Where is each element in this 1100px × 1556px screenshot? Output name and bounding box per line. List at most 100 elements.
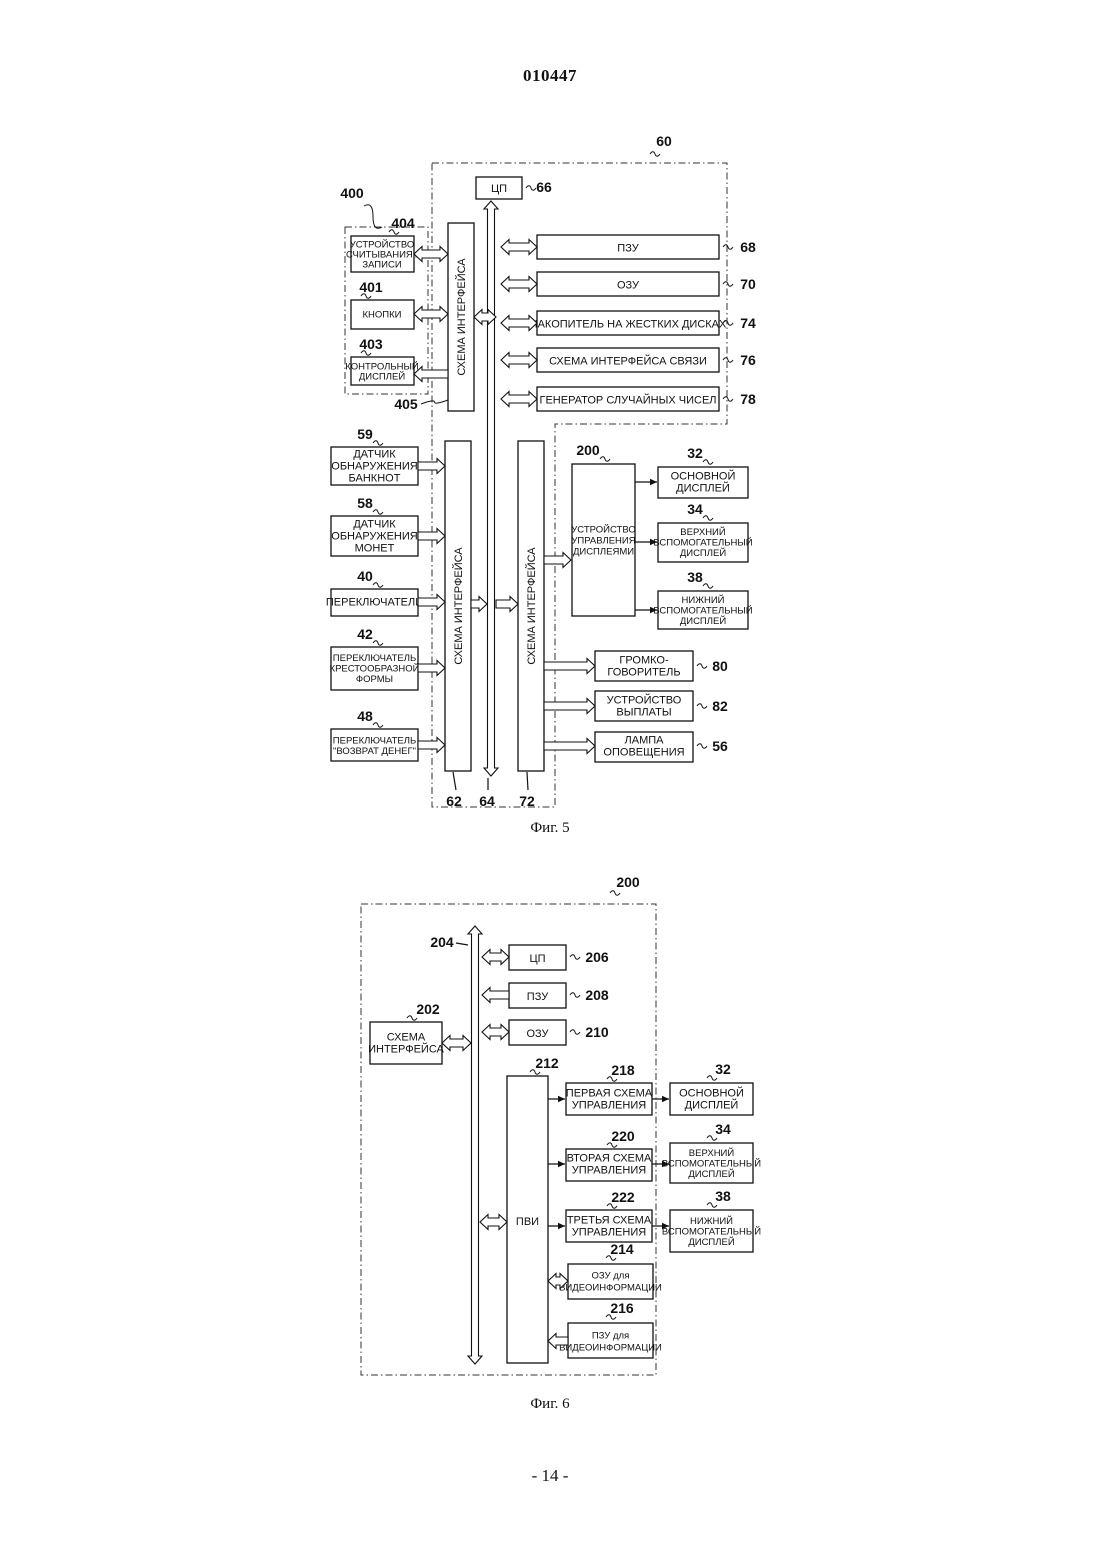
input-label-0-line-1: ОБНАРУЖЕНИЯ (331, 461, 417, 473)
ref-400-leader (364, 205, 382, 228)
driver-label-2-line-1: УПРАВЛЕНИЯ (572, 1227, 646, 1239)
fig6-bus-arrow-0 (482, 950, 509, 965)
ref-400: 400 (340, 185, 364, 201)
input-label-1-line-0: ДАТЧИК (353, 519, 396, 531)
memory-ref-1: 70 (740, 276, 756, 292)
memory-ref-leader-0 (723, 245, 733, 250)
memory-label-0: ПЗУ (617, 243, 639, 255)
fig5-display-ref-leader-1 (703, 516, 713, 521)
fig5-display-label-1-line-1: ВСПОМОГАТЕЛЬНЫЙ (653, 537, 752, 549)
interface-62-bus-arrow (471, 597, 487, 612)
ref-62-leader (453, 772, 456, 790)
output-ref-leader-1 (697, 704, 707, 709)
fig6-bus-ref-leader-1 (570, 993, 580, 998)
fig6-bus-ref-leader-0 (570, 955, 580, 960)
fig6-display-ref-1: 34 (715, 1121, 731, 1137)
input-ref-leader-4 (373, 723, 383, 728)
output-label-2-line-1: ОПОВЕЩЕНИЯ (603, 747, 684, 759)
group400-label-2-line-1: ДИСПЛЕЙ (359, 371, 406, 383)
fig6-bus-ref-1: 208 (585, 987, 609, 1003)
fig5-display-label-2-line-2: ДИСПЛЕЙ (680, 615, 727, 627)
input-label-1-line-2: МОНЕТ (355, 543, 395, 555)
memory-arrow-3 (501, 353, 537, 368)
input-label-3-line-0: ПЕРЕКЛЮЧАТЕЛЬ (333, 653, 416, 664)
fig5-display-label-1-line-2: ДИСПЛЕЙ (680, 547, 727, 559)
fig5-display-ref-0: 32 (687, 445, 703, 461)
fig6-display-label-0-line-0: ОСНОВНОЙ (679, 1087, 744, 1100)
output-label-1-line-1: ВЫПЛАТЫ (616, 707, 671, 719)
vdp-label: ПВИ (516, 1216, 539, 1228)
ref-62: 62 (446, 793, 462, 809)
memory-ref-4: 78 (740, 391, 756, 407)
interface-72-label: СХЕМА ИНТЕРФЕЙСА (525, 547, 538, 665)
arrow-401 (414, 307, 448, 322)
group400-ref-0: 404 (391, 215, 415, 231)
ref-212: 212 (535, 1055, 559, 1071)
memory-label-3: СХЕМА ИНТЕРФЕЙСА СВЯЗИ (549, 355, 707, 368)
memory-label-1: ОЗУ (617, 280, 640, 292)
fig6-display-label-0-line-1: ДИСПЛЕЙ (685, 1099, 739, 1112)
ref-204-leader (456, 943, 468, 945)
ref-66-leader (526, 186, 536, 191)
video-mem-ref-0: 214 (610, 1241, 634, 1257)
output-label-0-line-1: ГОВОРИТЕЛЬ (607, 667, 680, 679)
arrow-404 (414, 247, 448, 262)
group400-ref-2: 403 (359, 336, 383, 352)
fig6-display-label-2-line-2: ДИСПЛЕЙ (688, 1236, 735, 1248)
output-arrow-1 (544, 699, 595, 714)
fig6-display-label-2-line-1: ВСПОМОГАТЕЛЬНЫЙ (662, 1226, 761, 1238)
video-mem-label-1-line-0: ПЗУ для (592, 1331, 629, 1342)
display-controller-label-line-0: УСТРОЙСТВО (571, 524, 636, 536)
fig6-interface-arrow (442, 1036, 471, 1051)
input-label-3-line-1: КРЕСТООБРАЗНОЙ (330, 663, 420, 675)
fig5-caption: Фиг. 5 (530, 820, 569, 836)
arrow-403 (414, 367, 448, 382)
input-label-3-line-2: ФОРМЫ (356, 674, 393, 685)
interface-405-label: СХЕМА ИНТЕРФЕЙСА (455, 258, 468, 376)
memory-arrow-2 (501, 316, 537, 331)
output-label-0-line-0: ГРОМКО- (619, 655, 669, 667)
fig6-ref-200: 200 (616, 874, 640, 890)
ref-66: 66 (536, 179, 552, 195)
memory-ref-leader-1 (723, 282, 733, 287)
memory-arrow-4 (501, 392, 537, 407)
driver-label-0-line-1: УПРАВЛЕНИЯ (572, 1100, 646, 1112)
fig6-ref-200-leader (610, 891, 620, 896)
output-ref-2: 56 (712, 738, 728, 754)
input-label-1-line-1: ОБНАРУЖЕНИЯ (331, 531, 417, 543)
figure-6: 200204ЦП206ПЗУ208ОЗУ210СХЕМАИНТЕРФЕЙСА20… (361, 874, 761, 1412)
cpu-label: ЦП (491, 183, 507, 195)
fig5-display-ref-1: 34 (687, 501, 703, 517)
fig6-bus-ref-2: 210 (585, 1024, 609, 1040)
display-controller-label-line-1: УПРАВЛЕНИЯ (571, 536, 635, 547)
memory-label-4: ГЕНЕРАТОР СЛУЧАЙНЫХ ЧИСЕЛ (540, 394, 717, 407)
output-label-2-line-0: ЛАМПА (625, 735, 665, 747)
input-ref-leader-3 (373, 641, 383, 646)
fig6-display-label-1-line-2: ДИСПЛЕЙ (688, 1168, 735, 1180)
vdp-bus-arrow (480, 1215, 507, 1230)
arrow-to-200 (544, 553, 571, 568)
bus-64 (484, 201, 498, 776)
fig6-bus-label-0: ЦП (529, 953, 545, 965)
interface-62-label: СХЕМА ИНТЕРФЕЙСА (452, 547, 465, 665)
output-arrow-0 (544, 659, 595, 674)
input-ref-2: 40 (357, 568, 373, 584)
input-label-2-line-0: ПЕРЕКЛЮЧАТЕЛИ (326, 597, 423, 609)
video-mem-box-0 (568, 1264, 653, 1299)
fig6-display-ref-2: 38 (715, 1188, 731, 1204)
input-label-4-line-0: ПЕРЕКЛЮЧАТЕЛЬ (333, 735, 416, 746)
fig6-bus-label-1: ПЗУ (527, 991, 549, 1003)
memory-ref-0: 68 (740, 239, 756, 255)
fig6-bus-ref-0: 206 (585, 949, 609, 965)
driver-label-2-line-0: ТРЕТЬЯ СХЕМА (567, 1215, 652, 1227)
input-ref-3: 42 (357, 626, 373, 642)
ref-200: 200 (576, 442, 600, 458)
video-mem-label-0-line-0: ОЗУ для (592, 1271, 630, 1282)
input-ref-leader-0 (373, 441, 383, 446)
fig6-caption: Фиг. 6 (530, 1396, 570, 1412)
video-mem-label-0-line-1: ВИДЕОИНФОРМАЦИИ (559, 1283, 662, 1294)
fig6-display-ref-0: 32 (715, 1061, 731, 1077)
ref-60: 60 (656, 133, 672, 149)
fig6-display-label-1-line-0: ВЕРХНИЙ (689, 1147, 735, 1159)
